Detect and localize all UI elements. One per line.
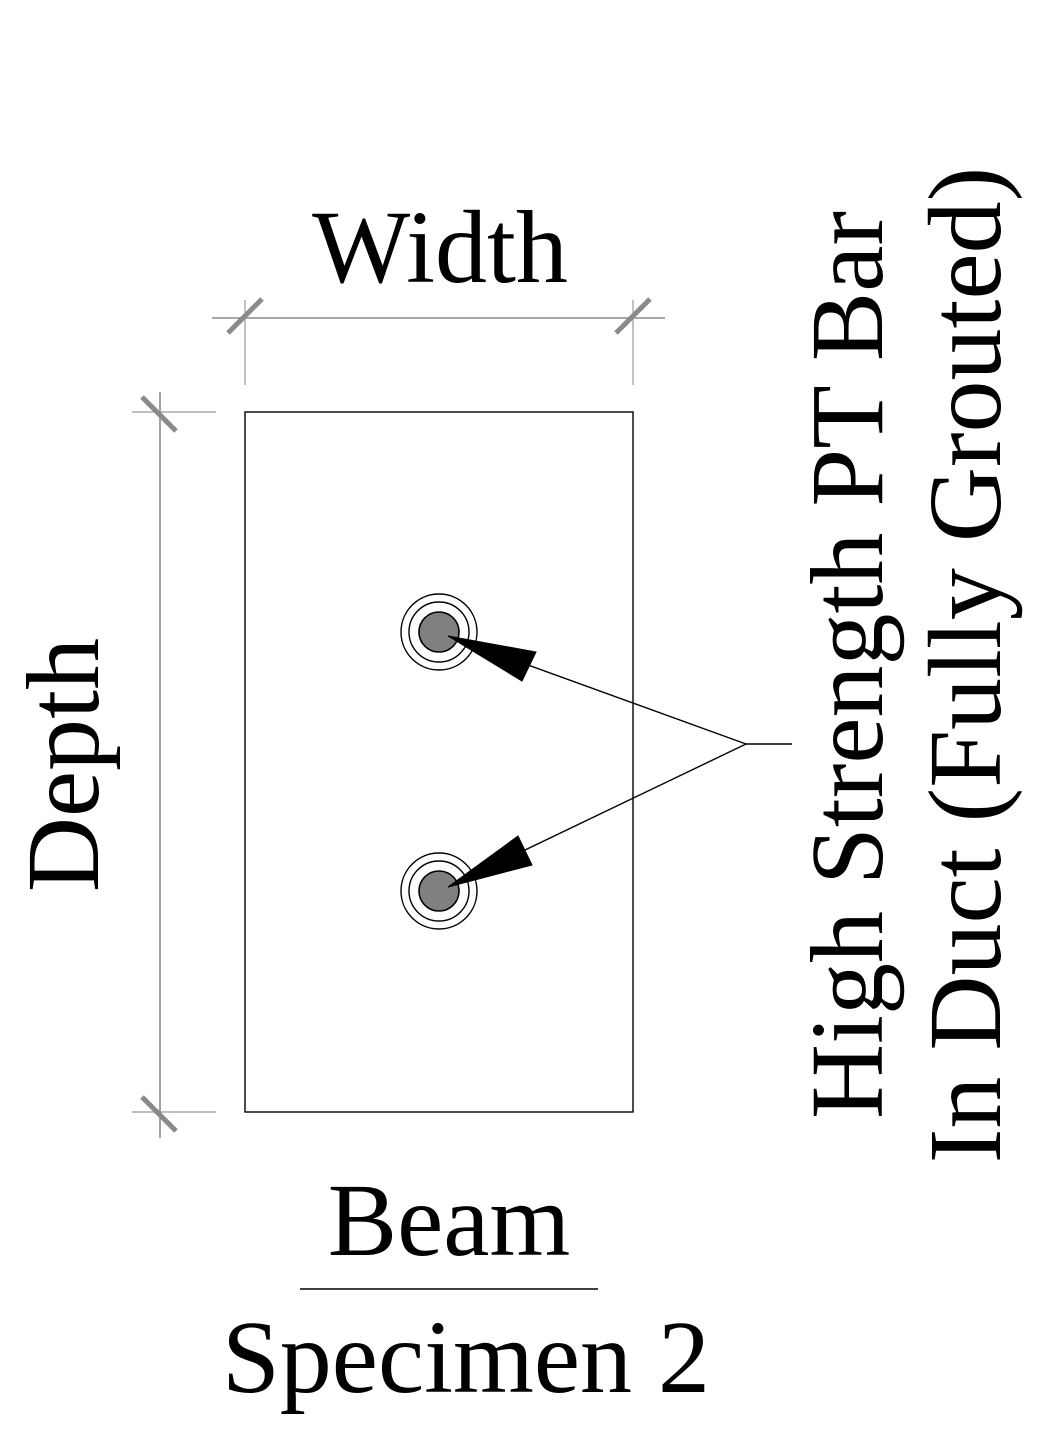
callout-leaders	[447, 635, 792, 888]
depth-tick-top	[140, 395, 178, 433]
depth-label: Depth	[6, 638, 121, 892]
width-tick-left	[226, 297, 264, 335]
depth-dimension: Depth	[6, 392, 216, 1138]
width-label: Width	[312, 190, 568, 305]
callout-line-2: In Duct (Fully Grouted)	[908, 167, 1023, 1163]
upper-arrowhead	[447, 635, 537, 682]
diagram-subtitle: Specimen 2	[222, 1300, 710, 1415]
upper-pt-bar	[418, 611, 460, 653]
diagram-title: Beam	[328, 1163, 571, 1278]
lower-arrowhead	[447, 835, 533, 888]
width-dimension: Width	[212, 190, 665, 385]
depth-tick-bottom	[140, 1095, 178, 1133]
width-tick-right	[614, 297, 652, 335]
upper-duct-assembly	[400, 593, 478, 671]
lower-pt-bar	[418, 870, 460, 912]
callout-line-1: High Strength PT Bar	[790, 211, 905, 1119]
beam-cross-section	[244, 411, 634, 1113]
lower-duct-assembly	[400, 852, 478, 930]
